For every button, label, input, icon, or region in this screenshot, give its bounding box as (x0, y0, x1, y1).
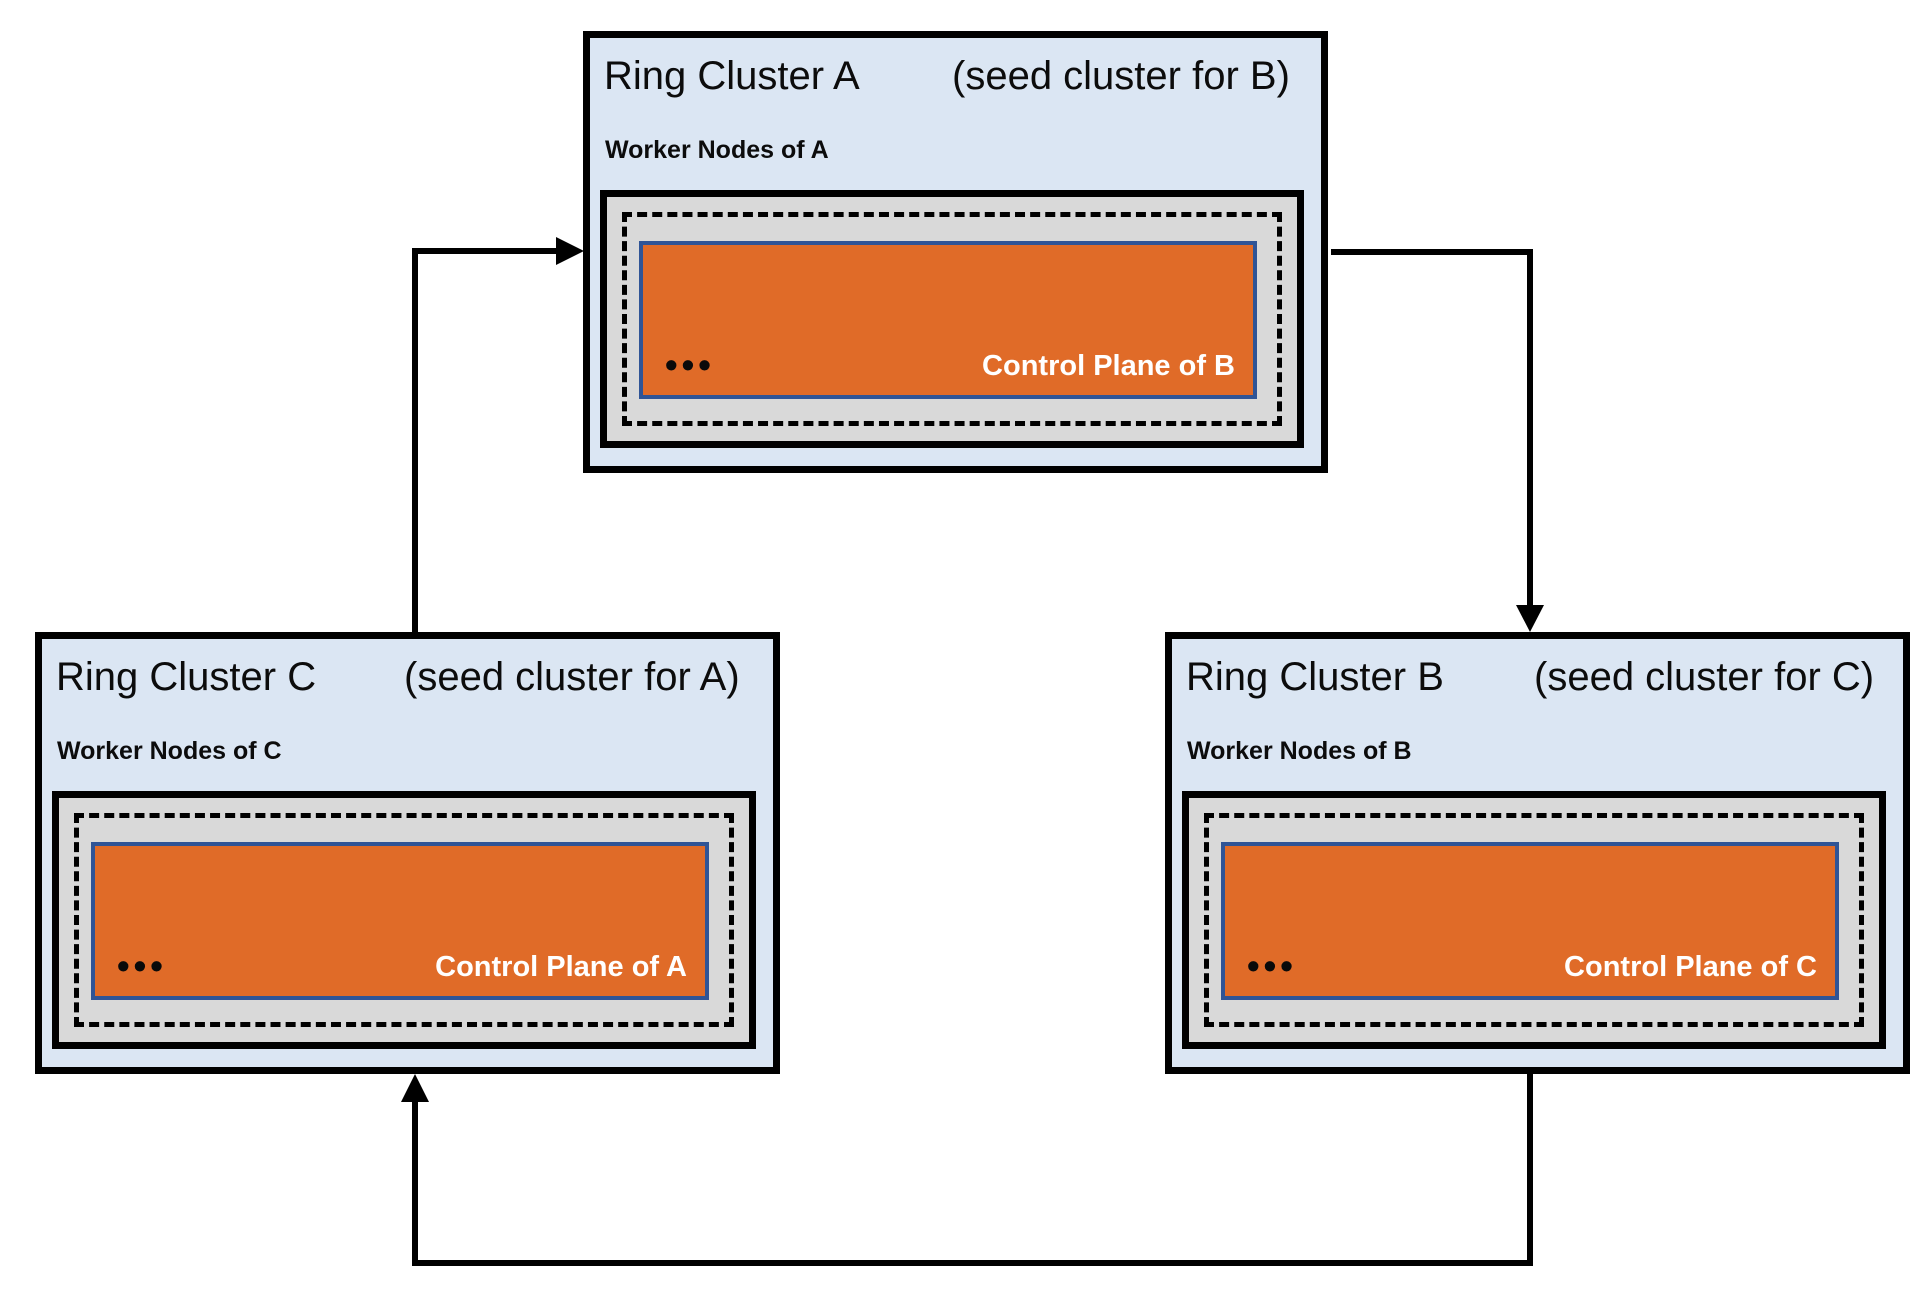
cluster-c-title: Ring Cluster C (56, 655, 317, 699)
arrow-a-to-b (1331, 249, 1544, 632)
cluster-b-hosted-control-plane-box: ••• Control Plane of C (1221, 842, 1839, 1000)
cluster-b-control-plane-label: Control Plane of C (1564, 951, 1817, 983)
cluster-box-a: Ring Cluster A (seed cluster for B) Work… (583, 31, 1328, 473)
ellipsis-dots: ••• (665, 344, 715, 385)
arrow-b-to-c (401, 1074, 1533, 1266)
cluster-a-seed-note: (seed cluster for B) (952, 54, 1290, 98)
cluster-c-worker-nodes-box: ••• Control Plane of A (52, 791, 756, 1049)
cluster-c-hosted-control-plane-box: ••• Control Plane of A (91, 842, 709, 1000)
cluster-c-control-plane-label: Control Plane of A (435, 951, 687, 983)
cluster-b-worker-nodes-box: ••• Control Plane of C (1182, 791, 1886, 1049)
cluster-a-worker-nodes-label: Worker Nodes of A (605, 136, 829, 164)
cluster-a-hosted-control-plane-box: ••• Control Plane of B (639, 241, 1257, 399)
cluster-b-worker-nodes-label: Worker Nodes of B (1187, 737, 1412, 765)
cluster-a-control-plane-boundary: ••• Control Plane of B (622, 212, 1282, 426)
cluster-c-control-plane-boundary: ••• Control Plane of A (74, 813, 734, 1027)
cluster-box-c: Ring Cluster C (seed cluster for A) Work… (35, 632, 780, 1074)
cluster-c-worker-nodes-label: Worker Nodes of C (57, 737, 282, 765)
cluster-a-control-plane-label: Control Plane of B (982, 350, 1235, 382)
cluster-b-title: Ring Cluster B (1186, 655, 1444, 699)
cluster-a-title: Ring Cluster A (604, 54, 860, 98)
ellipsis-dots: ••• (1247, 945, 1297, 986)
arrow-c-to-a (412, 237, 584, 632)
cluster-b-control-plane-boundary: ••• Control Plane of C (1204, 813, 1864, 1027)
cluster-b-seed-note: (seed cluster for C) (1534, 655, 1875, 699)
cluster-a-worker-nodes-box: ••• Control Plane of B (600, 190, 1304, 448)
ellipsis-dots: ••• (117, 945, 167, 986)
cluster-c-seed-note: (seed cluster for A) (404, 655, 740, 699)
cluster-box-b: Ring Cluster B (seed cluster for C) Work… (1165, 632, 1910, 1074)
